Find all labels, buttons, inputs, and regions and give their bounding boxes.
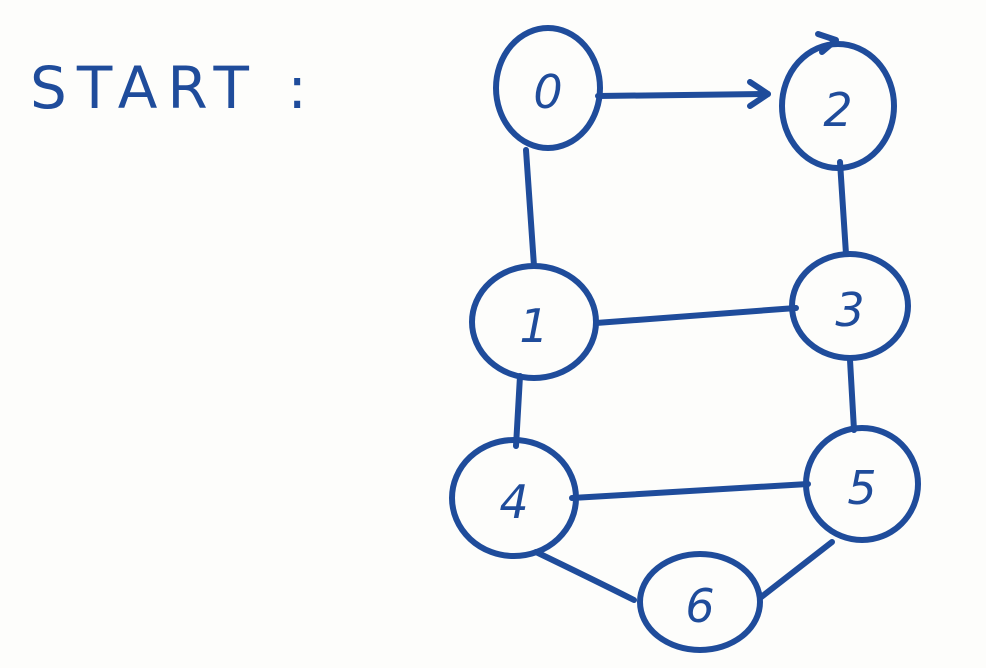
edge-4-5 (569, 481, 811, 501)
node-5: 5 (803, 425, 921, 543)
node-4-label: 4 (499, 475, 528, 529)
edge-1-3 (593, 305, 799, 326)
node-0: 0 (493, 25, 603, 151)
node-6-label: 6 (685, 579, 714, 633)
edge-0-2 (595, 91, 771, 99)
edge-5-6 (757, 539, 835, 601)
node-1: 1 (469, 263, 599, 381)
node-1-label: 1 (519, 299, 548, 353)
node-3: 3 (789, 251, 911, 361)
node-5-label: 5 (847, 461, 876, 515)
edge-0-1 (523, 147, 537, 269)
node-2: 2 (779, 41, 897, 171)
node-2-label: 2 (823, 83, 852, 137)
node-0-label: 0 (533, 65, 562, 119)
edge-arrowhead-0-2 (747, 79, 771, 109)
edge-4-6 (533, 549, 637, 603)
node-4: 4 (449, 437, 579, 559)
diagram-title: START : (30, 54, 317, 122)
edge-3-5 (847, 357, 857, 433)
edge-2-3 (837, 159, 849, 257)
node-3-label: 3 (835, 283, 864, 337)
node-6: 6 (637, 551, 763, 653)
edge-1-4 (513, 373, 523, 449)
